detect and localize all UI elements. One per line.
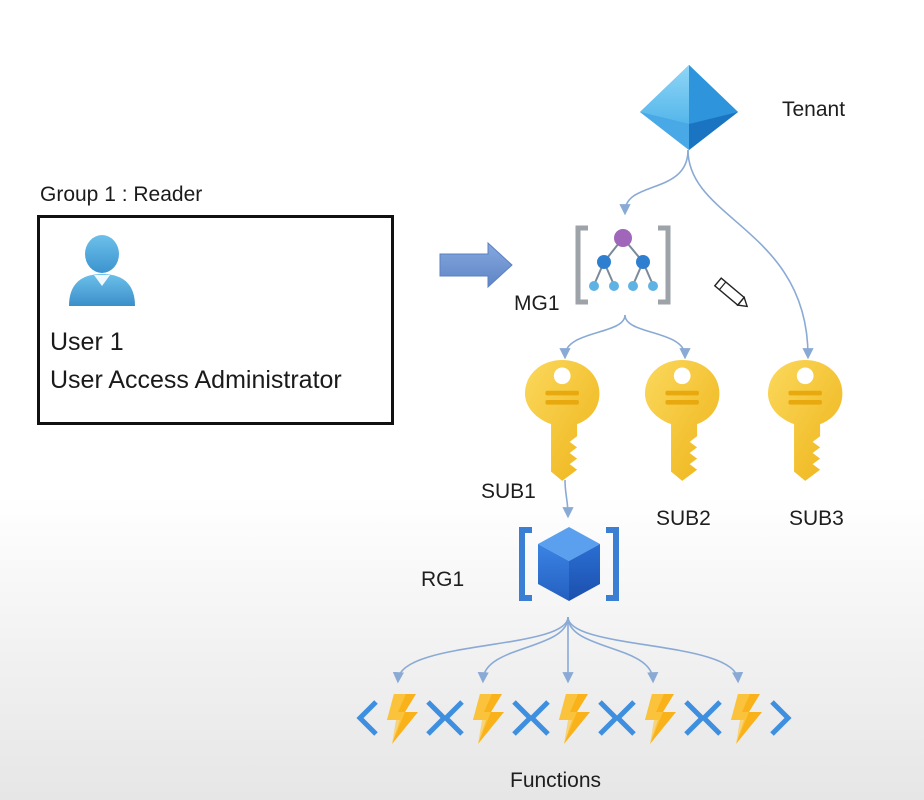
tenant-icon — [640, 65, 738, 150]
rg-label: RG1 — [421, 568, 465, 591]
right-arrow-icon — [439, 241, 513, 289]
function-app-icon-4 — [618, 694, 702, 744]
rg-to-function-2-connector — [477, 616, 569, 684]
tenant-label: Tenant — [782, 98, 846, 121]
rg-to-function-1-connector — [392, 616, 569, 684]
function-app-icon-1 — [360, 694, 444, 744]
user-role: User Access Administrator — [50, 366, 342, 394]
sub1-key-icon — [525, 360, 600, 481]
rg-to-function-5-connector — [567, 616, 744, 684]
user-name: User 1 — [50, 328, 124, 356]
group-box: User 1 User Access Administrator — [37, 215, 394, 425]
function-app-icon-3 — [532, 694, 616, 744]
tenant-to-sub3-connector — [687, 149, 814, 360]
sub3-label: SUB3 — [789, 507, 844, 530]
tenant-to-mg-connector — [619, 149, 689, 216]
sub3-key-icon — [768, 360, 843, 481]
resource-group-cube-icon — [519, 527, 619, 601]
management-group-icon — [575, 225, 671, 305]
connectors — [392, 149, 814, 684]
sub1-label: SUB1 — [481, 480, 536, 503]
sub2-label: SUB2 — [656, 507, 711, 530]
rg-to-function-4-connector — [567, 616, 659, 684]
group-title: Group 1 : Reader — [40, 183, 203, 206]
function-app-icon-2 — [446, 694, 530, 744]
mg-label: MG1 — [514, 292, 560, 315]
pencil-cursor-icon — [713, 277, 749, 308]
function-app-icon-5 — [704, 694, 788, 744]
functions-label: Functions — [510, 769, 602, 792]
sub1-to-rg-connector — [562, 479, 574, 519]
mg-to-sub1-connector — [559, 314, 626, 360]
sub2-key-icon — [645, 360, 720, 481]
mg-to-sub2-connector — [624, 314, 691, 360]
user-icon — [69, 235, 135, 306]
